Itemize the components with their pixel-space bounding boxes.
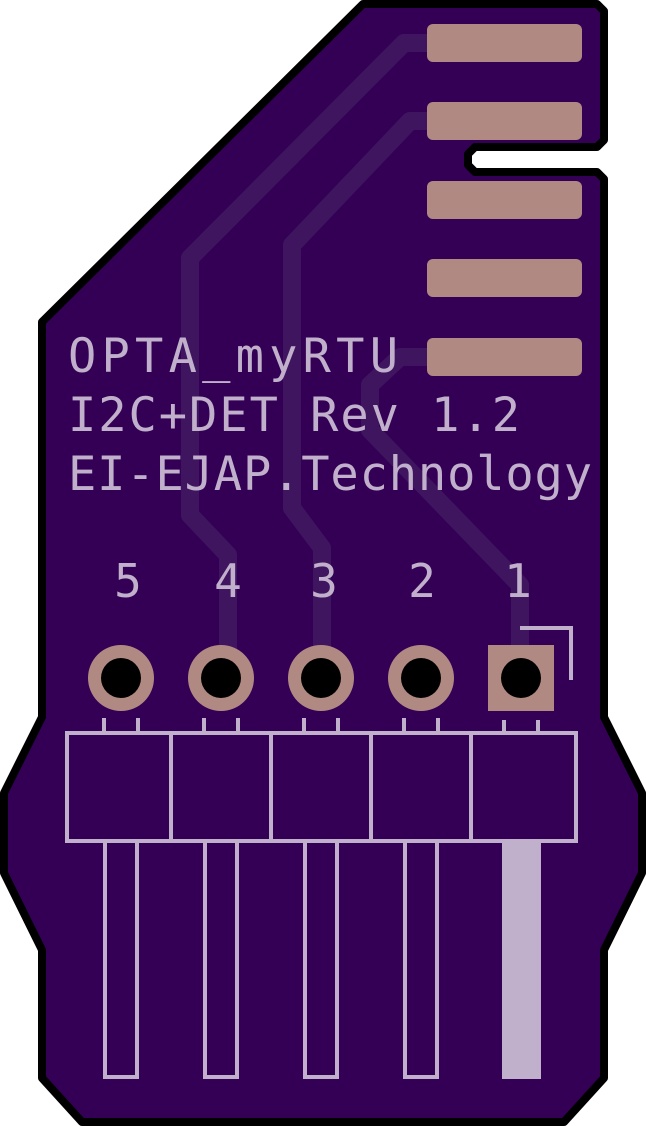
- edge-pad: [427, 259, 582, 297]
- trace-pin1: [361, 348, 529, 650]
- drill-hole: [401, 658, 441, 698]
- edge-pad: [427, 102, 582, 140]
- traces: [181, 34, 529, 650]
- pin-number-3: 3: [310, 554, 338, 608]
- header-silkscreen: [65, 718, 578, 1079]
- header-pin-outline: [403, 839, 439, 1079]
- trace-pin4: [181, 34, 430, 650]
- drill-hole: [501, 658, 541, 698]
- drill-hole: [101, 658, 141, 698]
- edge-pad: [427, 24, 582, 62]
- silk-revision: I2C+DET Rev 1.2: [68, 388, 520, 443]
- header-pin-outline: [103, 839, 139, 1079]
- drill-hole: [201, 658, 241, 698]
- pin-number-1: 1: [504, 554, 532, 608]
- trace-pin3: [283, 112, 430, 650]
- edge-connector-pads: [427, 24, 582, 376]
- edge-pad: [427, 338, 582, 376]
- header-pads: [88, 645, 554, 711]
- pin-number-4: 4: [214, 554, 242, 608]
- header-pin-outline: [303, 839, 339, 1079]
- drill-hole: [301, 658, 341, 698]
- silk-company: EI-EJAP.Technology: [68, 447, 592, 502]
- pin1-marker: [520, 626, 573, 680]
- pin-number-5: 5: [114, 554, 142, 608]
- pin-number-2: 2: [408, 554, 436, 608]
- header-pin-1-filled: [502, 841, 541, 1079]
- edge-pad: [427, 181, 582, 219]
- header-pin-outline: [203, 839, 239, 1079]
